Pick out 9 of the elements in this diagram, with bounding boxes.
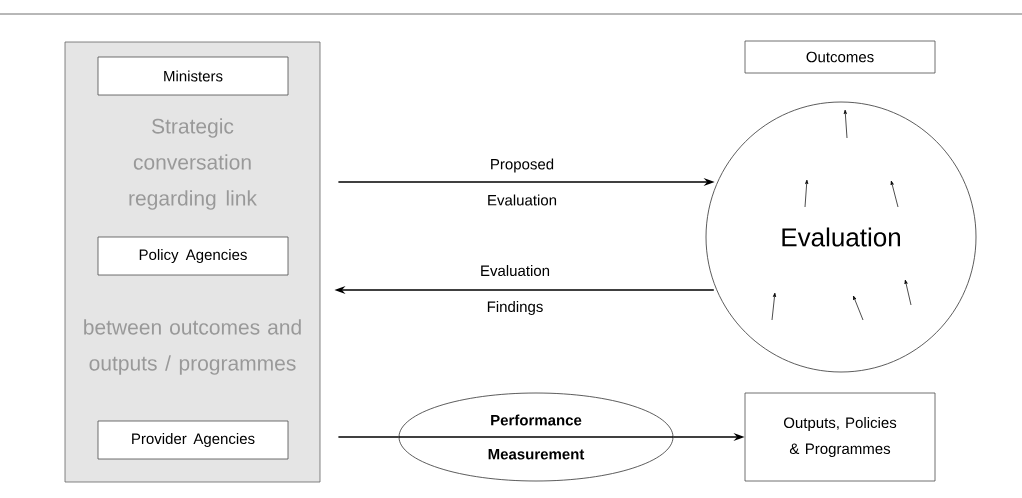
panel-text: Strategic conversation regarding link (129, 118, 257, 210)
label-box: Outputs, Policies & Programmes (744, 392, 936, 482)
label-box: Ministers (97, 56, 289, 96)
panel-text: between outcomes and outputs / programmes (84, 319, 301, 375)
edge-label: Proposed Evaluation (488, 158, 557, 206)
edge-label: Evaluation Findings (481, 265, 550, 315)
label-box: Outcomes (744, 40, 936, 74)
label-box: Policy Agencies (97, 236, 289, 276)
label-box: Provider Agencies (97, 420, 289, 460)
